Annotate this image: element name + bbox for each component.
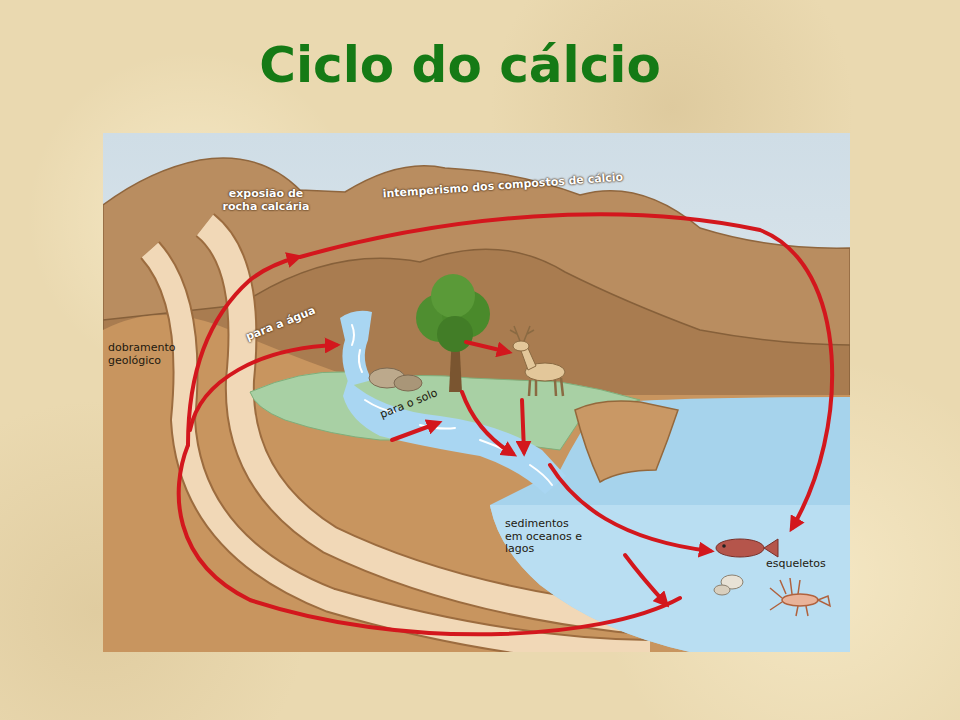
shell [714, 585, 730, 595]
red-arrow [522, 400, 524, 452]
deer-antlers [510, 326, 534, 341]
red-arrow [300, 214, 832, 528]
cliff [575, 401, 678, 482]
red-arrow [625, 555, 666, 604]
fish-body [716, 539, 764, 557]
ripple [530, 465, 552, 485]
shells [714, 575, 743, 595]
ripple [352, 325, 354, 345]
tree-leaves [431, 274, 475, 318]
rock [394, 375, 422, 391]
red-arrow [466, 342, 508, 352]
red-arrow [179, 445, 680, 634]
illustration-label: esqueletos [766, 558, 846, 571]
back-mountains [103, 158, 850, 652]
fish-tail [764, 539, 778, 557]
tree-leaves [437, 316, 473, 352]
waterfall [340, 311, 372, 386]
lobster-claws [770, 588, 830, 610]
red-arrow [462, 392, 513, 454]
fish [716, 539, 778, 557]
illustration-label: sedimentos em oceanos e lagos [505, 518, 589, 556]
red-arrow [190, 345, 336, 430]
landscape [103, 133, 850, 652]
fish-eye [722, 544, 726, 548]
rocks [369, 368, 422, 391]
river [343, 380, 566, 494]
lobster-legs [780, 578, 808, 616]
illustration-label: dobramento geológico [108, 342, 184, 367]
ripple [359, 350, 362, 372]
cycle-arrows [179, 214, 832, 634]
red-arrow [392, 423, 438, 440]
lobster [770, 578, 830, 616]
illustration-label: exposião de rocha calcária [212, 188, 320, 213]
lobster-body [782, 594, 818, 606]
sky [103, 133, 850, 652]
deer-legs [529, 378, 563, 396]
deer [510, 326, 565, 396]
tree [416, 274, 490, 392]
diagram-title: Ciclo do cálcio [0, 38, 920, 93]
deer-head [513, 341, 529, 351]
